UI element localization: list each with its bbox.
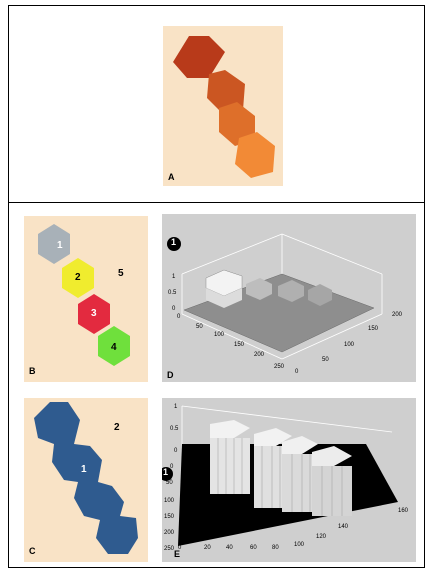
- cell-label-3: 3: [91, 308, 97, 319]
- d-y-tick-4: 150: [368, 326, 378, 332]
- e-x-tick-3: 40: [226, 545, 233, 551]
- d-x-tick-6: 250: [274, 364, 284, 370]
- d-y-tick-1: 0: [295, 369, 298, 375]
- e-y-tick-4: 150: [164, 514, 174, 520]
- e-x-tick-2: 20: [204, 545, 211, 551]
- panel-b: 1 2 3 4 5 B: [24, 216, 148, 382]
- e-z-tick-1: 1: [174, 404, 177, 410]
- e-y-tick-2: 50: [166, 480, 173, 486]
- panel-c-label: C: [29, 546, 36, 556]
- hex-a-4: [235, 132, 275, 178]
- outside-label: 5: [118, 268, 124, 279]
- panel-c-hexagons: [24, 398, 148, 562]
- marker-e-text: 1: [163, 467, 168, 477]
- hex-a-1: [173, 36, 225, 78]
- d-x-tick-4: 150: [234, 342, 244, 348]
- cell-label-2: 2: [75, 272, 81, 283]
- hex-b-1: [38, 224, 70, 264]
- inside-label: 1: [81, 464, 87, 475]
- e-y-tick-5: 200: [164, 530, 174, 536]
- panel-d-label: D: [167, 370, 174, 380]
- d-y-tick-5: 200: [392, 312, 402, 318]
- panel-b-label: B: [29, 366, 36, 376]
- d-z-tick-2: 0.5: [168, 290, 176, 296]
- panel-c: 1 2 C: [24, 398, 148, 562]
- e-y-tick-6: 250: [164, 546, 174, 552]
- row-divider: [8, 202, 425, 203]
- d-x-tick-3: 100: [214, 332, 224, 338]
- d-y-tick-3: 100: [344, 342, 354, 348]
- panel-e-label: E: [174, 549, 180, 559]
- panel-e: 1 1 0.5 0 0 20 40 60 80 100 120 140 160 …: [162, 398, 416, 562]
- panel-b-hexagons: [24, 216, 148, 382]
- panel-d: 1 1 0.5 0 0 50 100 150 200 250 0 50 100 …: [162, 214, 416, 382]
- e-x-tick-5: 80: [272, 545, 279, 551]
- e-x-tick-8: 140: [338, 524, 348, 530]
- d-x-tick-2: 50: [196, 324, 203, 330]
- panel-a-hexagons: [163, 26, 283, 186]
- cell-label-1: 1: [57, 240, 63, 251]
- d-z-tick-3: 0: [172, 306, 175, 312]
- panel-e-plot: [162, 398, 416, 562]
- e-x-tick-4: 60: [250, 545, 257, 551]
- e-x-tick-7: 120: [316, 534, 326, 540]
- e-z-tick-2: 0.5: [170, 426, 178, 432]
- d-y-tick-2: 50: [322, 357, 329, 363]
- d-x-tick-5: 200: [254, 352, 264, 358]
- panel-a-label: A: [168, 172, 175, 182]
- marker-d-text: 1: [171, 237, 176, 247]
- outside-label-c: 2: [114, 422, 120, 433]
- panel-d-plot: [162, 214, 416, 382]
- e-y-tick-1: 0: [170, 464, 173, 470]
- d-x-tick-1: 0: [177, 314, 180, 320]
- e-x-tick-9: 160: [398, 508, 408, 514]
- panel-a: A: [163, 26, 283, 186]
- e-z-tick-3: 0: [174, 448, 177, 454]
- e-y-tick-3: 100: [164, 498, 174, 504]
- d-z-tick-1: 1: [172, 274, 175, 280]
- hex-c-shape: [34, 402, 138, 554]
- cell-label-4: 4: [111, 342, 117, 353]
- e-x-tick-6: 100: [294, 542, 304, 548]
